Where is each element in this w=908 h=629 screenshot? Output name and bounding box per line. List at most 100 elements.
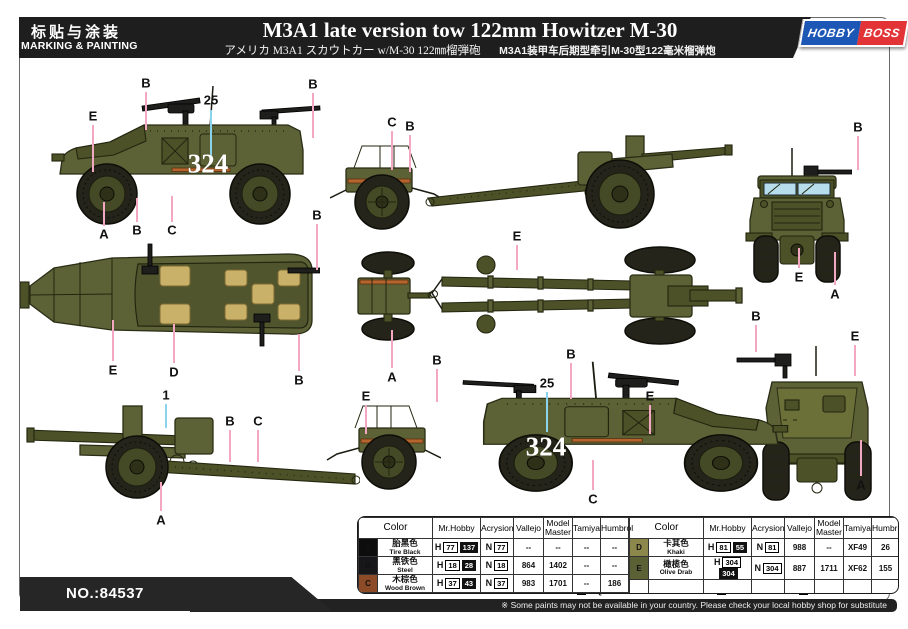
column-header: Mr.Hobby xyxy=(432,517,481,539)
disclaimer-bar: ※ Some paints may not be available in yo… xyxy=(190,599,897,612)
vallejo-value: 983 xyxy=(513,574,544,593)
tow-eye xyxy=(431,278,443,310)
callout-letter-B: B xyxy=(432,352,442,368)
color-swatch: D xyxy=(629,538,649,557)
limber-rails xyxy=(353,145,417,169)
column-header: Vallejo xyxy=(513,517,544,539)
vallejo-value: 864 xyxy=(513,556,544,575)
callout-line-B xyxy=(755,325,757,352)
column-header: Acrysion xyxy=(751,517,785,539)
marking-painting-en: MARKING & PAINTING xyxy=(21,40,138,52)
callout-line-B xyxy=(145,92,147,130)
tow-eye xyxy=(425,197,435,207)
callout-line-A xyxy=(103,202,105,226)
kit-number: NO.:84537 xyxy=(66,585,144,602)
callout-line-A xyxy=(391,330,393,368)
headlight-left xyxy=(759,199,769,209)
front-roller xyxy=(19,281,30,309)
callout-line-C xyxy=(171,196,173,222)
callout-line-E xyxy=(649,405,651,434)
column-header: Humbrol xyxy=(600,517,633,539)
breech xyxy=(174,417,214,455)
callout-letter-C: C xyxy=(253,413,263,429)
callout-line-1 xyxy=(165,404,167,428)
callout-line-B xyxy=(570,363,572,399)
illustration-howitzer-side-right xyxy=(420,122,740,242)
model-master-value: 1402 xyxy=(543,556,573,575)
callout-line-B xyxy=(857,136,859,170)
barrel-top xyxy=(689,289,741,302)
tamiya-value: XF49 xyxy=(843,538,872,557)
callout-letter-E: E xyxy=(512,228,522,244)
callout-letter-C: C xyxy=(167,222,177,238)
model-master-value: -- xyxy=(543,538,573,557)
column-header: Mr.Hobby xyxy=(703,517,752,539)
machine-gun-left xyxy=(141,243,159,275)
callout-line-A xyxy=(160,482,162,511)
illustration-howitzer-top xyxy=(428,243,743,353)
drawbar xyxy=(407,292,431,299)
limber-wheel xyxy=(354,174,410,230)
carriage-wheel xyxy=(105,435,169,499)
callout-line-B xyxy=(316,224,318,270)
column-header: Tamiya xyxy=(843,517,872,539)
callout-letter-B: B xyxy=(405,118,415,134)
logo-boss: BOSS xyxy=(856,21,907,45)
tool-box-x xyxy=(161,137,189,165)
column-header: Color xyxy=(358,517,433,539)
machine-gun-main xyxy=(141,97,201,129)
color-swatch: C xyxy=(358,574,378,593)
column-header: Humbrol xyxy=(871,517,898,539)
trail xyxy=(152,459,356,485)
callout-letter-E: E xyxy=(794,269,804,285)
callout-letter-B: B xyxy=(751,308,761,324)
illustration-scout-car-side-left xyxy=(50,82,335,247)
tamiya-value: XF62 xyxy=(843,556,872,580)
callout-letter-C: C xyxy=(387,114,397,130)
callout-letter-B: B xyxy=(225,413,235,429)
barrel xyxy=(26,429,186,446)
vehicle-marking-324: 324 xyxy=(525,431,567,462)
mr-hobby-value xyxy=(703,579,752,593)
illustration-howitzer-side-left xyxy=(25,388,361,538)
model-master-value: 1711 xyxy=(814,556,844,580)
illustration-scout-car-side-right xyxy=(445,358,790,513)
door-outline xyxy=(199,133,237,167)
humbrol-value: 26 xyxy=(871,538,898,557)
callout-letter-B: B xyxy=(132,222,142,238)
callout-line-25 xyxy=(210,110,212,158)
callout-letter-25: 25 xyxy=(203,92,219,108)
paint-row-empty xyxy=(629,579,898,593)
tow-pintle xyxy=(811,482,823,494)
callout-letter-25: 25 xyxy=(539,375,555,391)
callout-line-25 xyxy=(546,392,548,432)
radiator-grille xyxy=(771,201,823,231)
callout-letter-E: E xyxy=(850,328,860,344)
callout-letter-A: A xyxy=(156,512,166,528)
column-header: Model Master xyxy=(543,517,573,539)
callout-letter-E: E xyxy=(88,108,98,124)
callout-line-D xyxy=(173,324,175,363)
tamiya-value: -- xyxy=(572,556,601,575)
callout-line-E xyxy=(516,245,518,270)
humbrol-value: 155 xyxy=(871,556,898,580)
vallejo-value xyxy=(784,579,815,593)
vallejo-value: 887 xyxy=(784,556,815,580)
illustration-scout-car-top xyxy=(19,242,321,352)
color-swatch xyxy=(629,579,649,593)
vallejo-value: -- xyxy=(513,538,544,557)
callout-letter-B: B xyxy=(566,346,576,362)
callout-letter-E: E xyxy=(361,388,371,404)
